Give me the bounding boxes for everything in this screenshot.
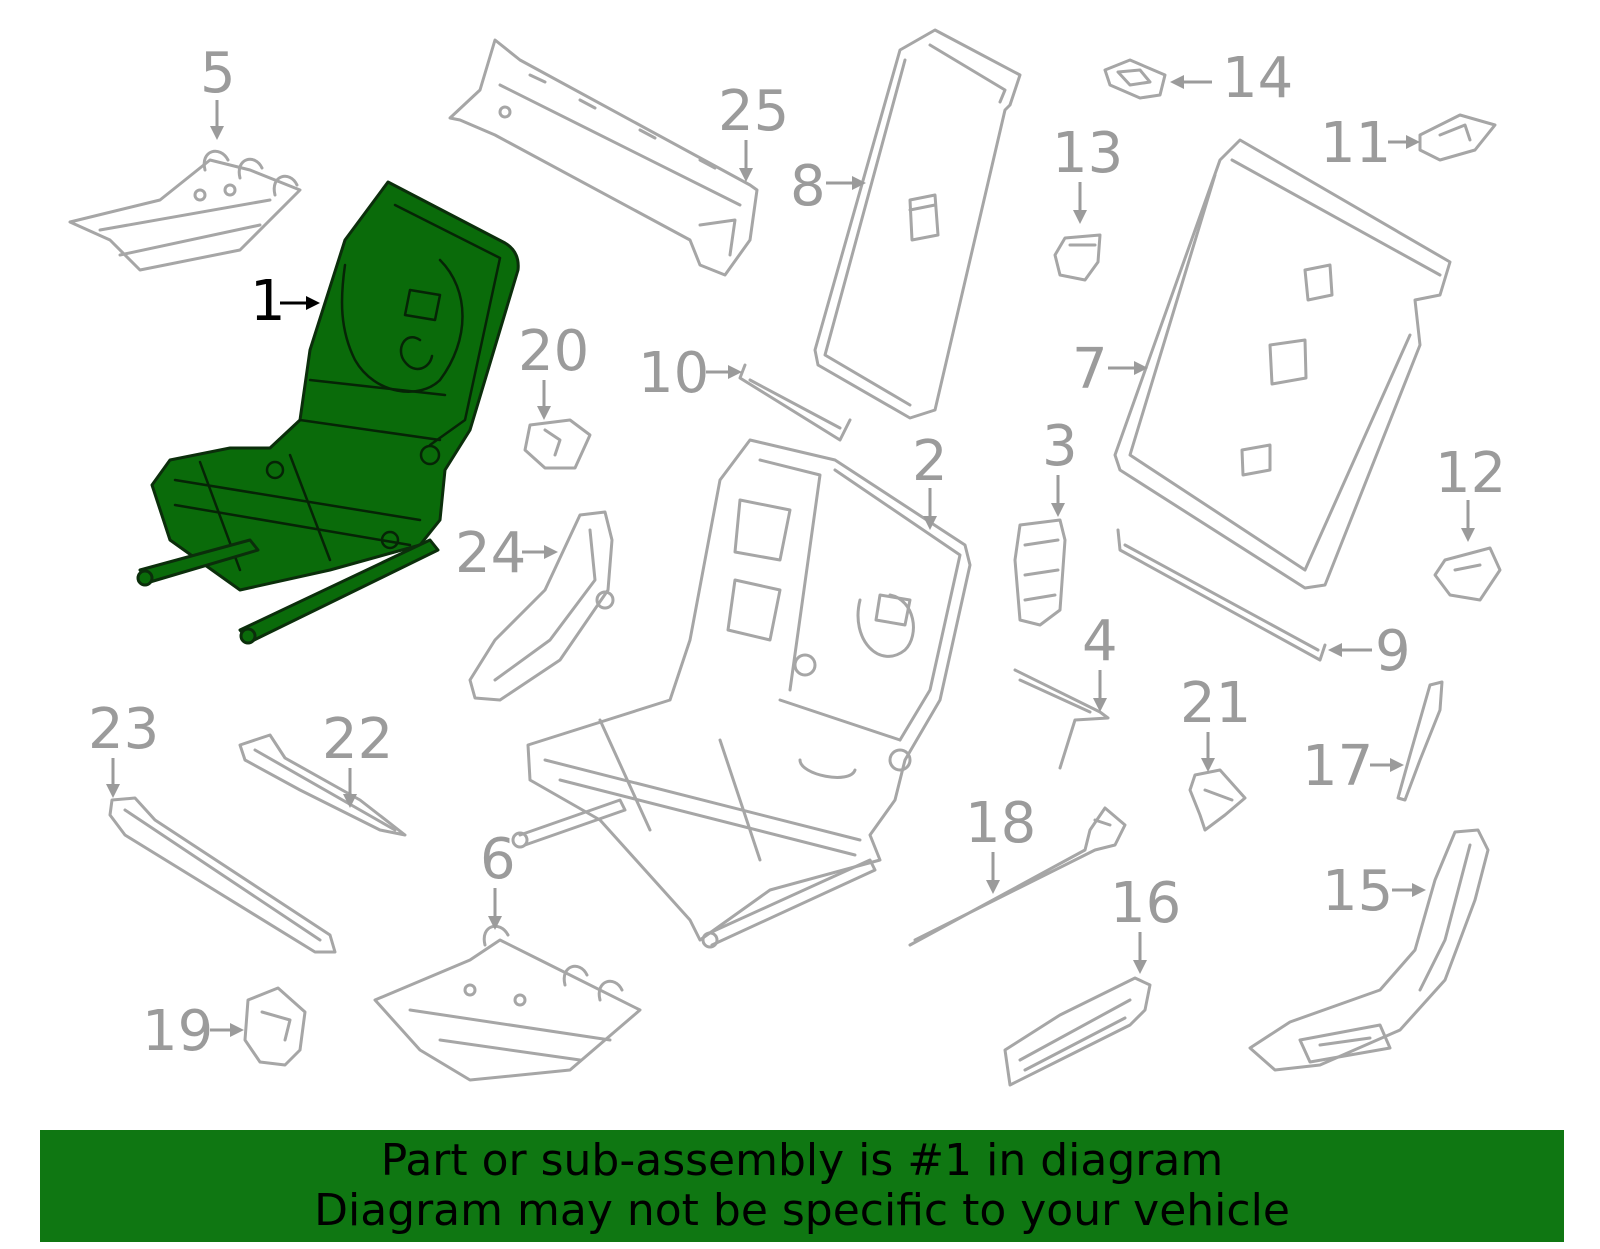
svg-text:15: 15 xyxy=(1322,859,1393,924)
part-5-seat-track xyxy=(68,149,302,272)
part-16-bracket xyxy=(1003,976,1152,1087)
svg-text:9: 9 xyxy=(1375,619,1411,684)
svg-text:11: 11 xyxy=(1320,111,1391,176)
part-23-long-trim xyxy=(108,796,337,954)
callout-17: 17 xyxy=(1302,734,1404,799)
part-1-seat-frame-highlighted xyxy=(136,180,520,645)
part-13-clip xyxy=(1053,233,1102,282)
callout-14: 14 xyxy=(1170,46,1293,111)
svg-text:7: 7 xyxy=(1072,337,1108,402)
callout-11: 11 xyxy=(1320,111,1420,176)
callout-13: 13 xyxy=(1052,121,1123,224)
svg-text:18: 18 xyxy=(965,791,1036,856)
svg-text:14: 14 xyxy=(1222,46,1293,111)
part-20-clip xyxy=(523,418,592,470)
svg-text:13: 13 xyxy=(1052,121,1123,186)
svg-text:2: 2 xyxy=(912,429,948,494)
part-11-cover xyxy=(1418,113,1497,162)
svg-text:6: 6 xyxy=(480,827,516,892)
callout-10: 10 xyxy=(638,341,742,406)
part-6-seat-track xyxy=(373,924,642,1082)
exploded-parts-diagram: 1 2 3 4 5 6 xyxy=(68,28,1506,1087)
callout-7: 7 xyxy=(1072,337,1148,402)
callout-22: 22 xyxy=(322,707,393,808)
svg-text:22: 22 xyxy=(322,707,393,772)
part-3-latch xyxy=(1013,518,1067,627)
part-9-strip xyxy=(1116,528,1327,662)
svg-text:17: 17 xyxy=(1302,734,1373,799)
part-25-trim-panel xyxy=(448,38,759,277)
callout-25: 25 xyxy=(718,79,789,182)
part-21-bracket xyxy=(1188,768,1247,832)
part-15-side-shield xyxy=(1248,828,1490,1072)
part-7-large-backrest xyxy=(1113,138,1452,590)
callout-2: 2 xyxy=(912,429,948,530)
callout-8: 8 xyxy=(790,154,866,219)
svg-text:24: 24 xyxy=(455,521,526,586)
callout-15: 15 xyxy=(1322,859,1426,924)
part-18-rod xyxy=(908,806,1127,947)
part-12-bracket xyxy=(1433,546,1502,602)
part-10-strip xyxy=(738,363,852,442)
notice-banner: Part or sub-assembly is #1 in diagram Di… xyxy=(40,1130,1564,1242)
callout-3: 3 xyxy=(1042,414,1078,517)
part-19-clip xyxy=(243,986,307,1067)
part-17-side-trim xyxy=(1396,680,1444,802)
callout-23: 23 xyxy=(88,697,159,798)
callout-16: 16 xyxy=(1110,871,1181,974)
callout-18: 18 xyxy=(965,791,1036,894)
part-14-bracket xyxy=(1103,58,1167,100)
callout-9: 9 xyxy=(1328,619,1411,684)
svg-text:25: 25 xyxy=(718,79,789,144)
part-2-seat-frame xyxy=(511,438,972,949)
svg-text:19: 19 xyxy=(142,999,213,1064)
banner-line-1: Part or sub-assembly is #1 in diagram xyxy=(380,1135,1224,1186)
svg-text:21: 21 xyxy=(1180,671,1251,736)
callout-6: 6 xyxy=(480,827,516,930)
callout-1: 1 xyxy=(250,269,320,334)
callout-24: 24 xyxy=(455,521,558,586)
svg-text:12: 12 xyxy=(1435,441,1506,506)
svg-text:8: 8 xyxy=(790,154,826,219)
callout-12: 12 xyxy=(1435,441,1506,542)
part-22-trim xyxy=(238,733,407,837)
svg-text:16: 16 xyxy=(1110,871,1181,936)
part-24-side-shield xyxy=(468,510,615,702)
svg-text:5: 5 xyxy=(200,41,236,106)
callout-4: 4 xyxy=(1082,609,1118,712)
part-4-strip xyxy=(1013,668,1110,770)
part-8-backrest-panel xyxy=(813,28,1022,420)
svg-text:10: 10 xyxy=(638,341,709,406)
svg-text:1: 1 xyxy=(250,269,286,334)
callout-5: 5 xyxy=(200,41,236,140)
svg-text:23: 23 xyxy=(88,697,159,762)
svg-text:3: 3 xyxy=(1042,414,1078,479)
svg-text:4: 4 xyxy=(1082,609,1118,674)
banner-line-2: Diagram may not be specific to your vehi… xyxy=(314,1185,1290,1236)
callout-21: 21 xyxy=(1180,671,1251,772)
svg-text:20: 20 xyxy=(518,319,589,384)
callout-20: 20 xyxy=(518,319,589,420)
callout-19: 19 xyxy=(142,999,244,1064)
